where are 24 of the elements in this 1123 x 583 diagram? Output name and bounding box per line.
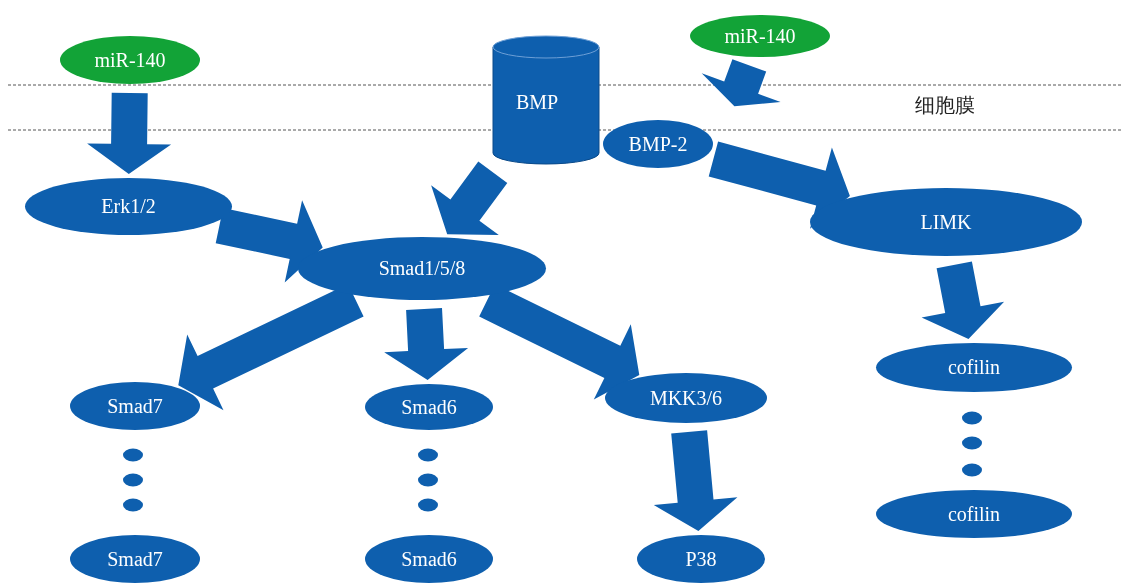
ellipse-node: Smad7 [70, 382, 200, 430]
block-arrow [701, 59, 781, 107]
membrane-label: 细胞膜 [915, 92, 975, 119]
block-arrow [921, 261, 1005, 340]
ellipse-node: miR-140 [60, 36, 200, 84]
block-arrow [653, 430, 738, 531]
ellipse-node: cofilin [876, 343, 1072, 392]
ellipse-node: Smad6 [365, 384, 493, 430]
ellipse-node: LIMK [810, 188, 1082, 256]
block-arrow [215, 200, 323, 283]
ellipse-node: P38 [637, 535, 765, 583]
node-label: BMP [514, 90, 560, 114]
block-arrow [87, 92, 172, 174]
ellipse-node: cofilin [876, 490, 1072, 538]
ellipse-node: Smad7 [70, 535, 200, 583]
ellipse-node: Erk1/2 [25, 178, 232, 235]
ellipse-node: Smad1/5/8 [298, 237, 546, 300]
ellipse-node: MKK3/6 [605, 373, 767, 423]
block-arrow [384, 308, 469, 380]
ellipse-node: Smad6 [365, 535, 493, 583]
block-arrow [431, 161, 508, 235]
block-arrow [708, 141, 850, 229]
ellipse-node: BMP-2 [603, 120, 713, 168]
ellipse-node: miR-140 [690, 15, 830, 57]
